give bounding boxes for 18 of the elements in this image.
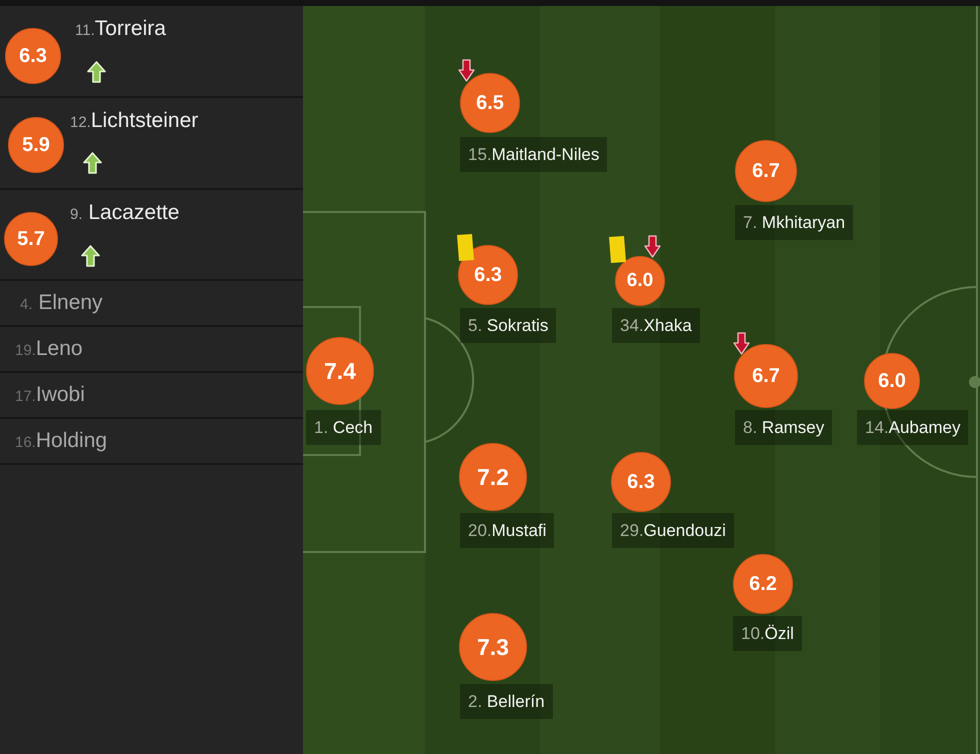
substitute-name: 16.Holding — [15, 428, 108, 454]
substitute-name: 19.Leno — [15, 336, 83, 362]
player-name-label: 1. Cech — [306, 410, 381, 445]
player-name-label: 2. Bellerín — [460, 684, 553, 719]
player-name-label: 15.Maitland-Niles — [460, 137, 608, 172]
player-name-label: 29.Guendouzi — [612, 513, 734, 548]
player-name-label: 20.Mustafi — [460, 513, 554, 548]
substitute-name: 4. Elneny — [20, 290, 103, 316]
player-name-label: 7. Mkhitaryan — [735, 205, 854, 240]
player-name-label: 8. Ramsey — [735, 410, 832, 445]
player-name-label: 5. Sokratis — [460, 308, 556, 343]
player-name: 12.Lichtsteiner — [70, 108, 198, 134]
player-name-label: 14.Aubamey — [857, 410, 968, 445]
player-name: 11.Torreira — [75, 16, 166, 42]
substitute-name: 17.Iwobi — [15, 382, 85, 408]
player-name-label: 34.Xhaka — [612, 308, 700, 343]
player-name-label: 10.Özil — [733, 616, 802, 651]
player-name: 9. Lacazette — [70, 200, 180, 226]
